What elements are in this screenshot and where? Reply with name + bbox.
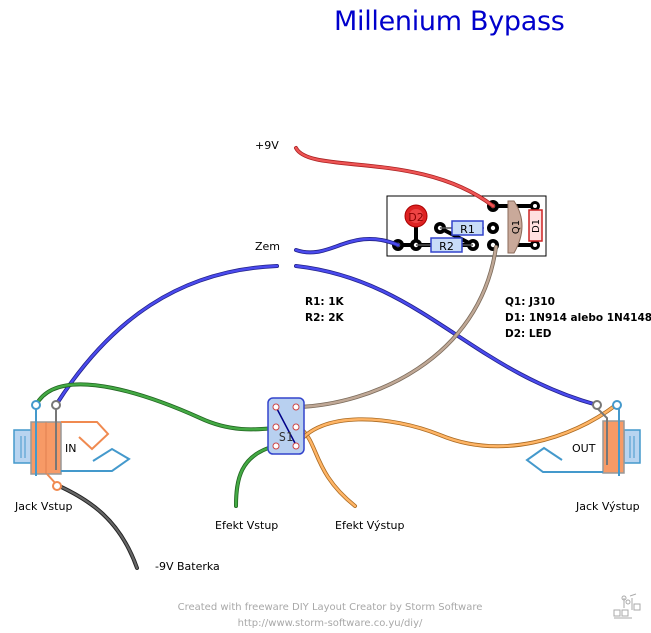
- plus9v-label: +9V: [255, 139, 279, 152]
- q1-label: Q1: [511, 220, 522, 234]
- footer-credit: Created with freeware DIY Layout Creator…: [177, 602, 483, 613]
- footer: Created with freeware DIY Layout Creator…: [160, 600, 500, 632]
- parts-item: R1: 1K: [305, 296, 344, 308]
- jack-out-name: Jack Výstup: [576, 500, 640, 513]
- parts-list-right: Q1: J310 D1: 1N914 alebo 1N4148 D2: LED: [505, 294, 651, 342]
- jack-in[interactable]: IN: [13, 400, 131, 491]
- r1-label: R1: [460, 223, 475, 236]
- footer-url[interactable]: http://www.storm-software.co.yu/diy/: [237, 618, 423, 629]
- resistor-r1[interactable]: R1: [451, 220, 484, 236]
- ground-label: Zem: [255, 240, 281, 253]
- led-d2[interactable]: D2: [404, 204, 428, 228]
- jack-out-label: OUT: [572, 442, 596, 455]
- jack-in-name: Jack Vstup: [15, 500, 73, 513]
- jack-out[interactable]: OUT: [525, 400, 641, 476]
- battery-label: -9V Baterka: [155, 560, 220, 573]
- effect-out-label: Efekt Výstup: [335, 519, 405, 532]
- resistor-r2[interactable]: R2: [430, 237, 463, 253]
- transistor-q1[interactable]: Q1: [507, 200, 523, 254]
- wire-battery[interactable]: [55, 483, 139, 570]
- r2-label: R2: [439, 240, 454, 253]
- wire-effect-out[interactable]: [295, 424, 357, 508]
- d1-label: D1: [531, 219, 542, 233]
- footswitch-s1[interactable]: S1: [267, 397, 305, 455]
- diagram-title: Millenium Bypass: [334, 6, 565, 37]
- parts-item: D2: LED: [505, 328, 552, 340]
- parts-item: D1: 1N914 alebo 1N4148: [505, 312, 651, 324]
- parts-list-left: R1: 1K R2: 2K: [305, 294, 344, 326]
- parts-item: Q1: J310: [505, 296, 555, 308]
- effect-in-label: Efekt Vstup: [215, 519, 279, 532]
- switch-label: S1: [279, 430, 293, 444]
- jack-in-label: IN: [65, 442, 76, 455]
- parts-item: R2: 2K: [305, 312, 344, 324]
- d2-label: D2: [408, 211, 423, 224]
- diy-logo-icon: [613, 593, 641, 619]
- diode-d1[interactable]: D1: [528, 209, 543, 242]
